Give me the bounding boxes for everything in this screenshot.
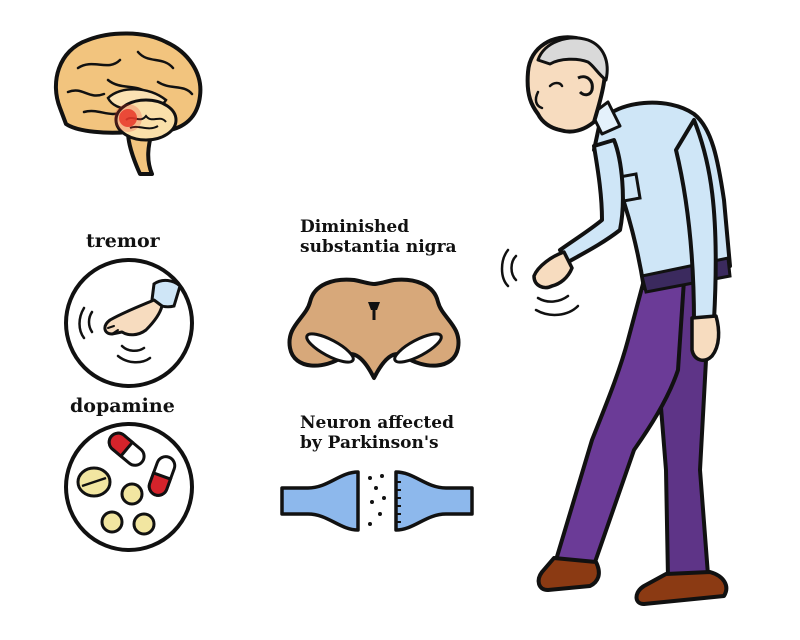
neuron-label-line-1: Neuron affected [300, 413, 454, 433]
elderly-man-figure [500, 35, 732, 606]
tremor-label: tremor [86, 230, 160, 252]
substantia-nigra-label-line-2: substantia nigra [300, 237, 457, 257]
neuron-label-line-2: by Parkinson's [300, 433, 439, 453]
brain-icon [53, 31, 203, 176]
pills-icon [64, 422, 194, 552]
substantia-nigra-label-line-1: Diminished [300, 217, 410, 237]
midbrain-cross-section-icon [287, 277, 461, 380]
substantia-nigra-label: Diminished substantia nigra [300, 217, 457, 257]
tremor-hand-icon [64, 258, 194, 388]
neuron-label: Neuron affected by Parkinson's [300, 413, 454, 453]
dopamine-label: dopamine [70, 395, 175, 417]
synapse-icon [280, 470, 474, 532]
